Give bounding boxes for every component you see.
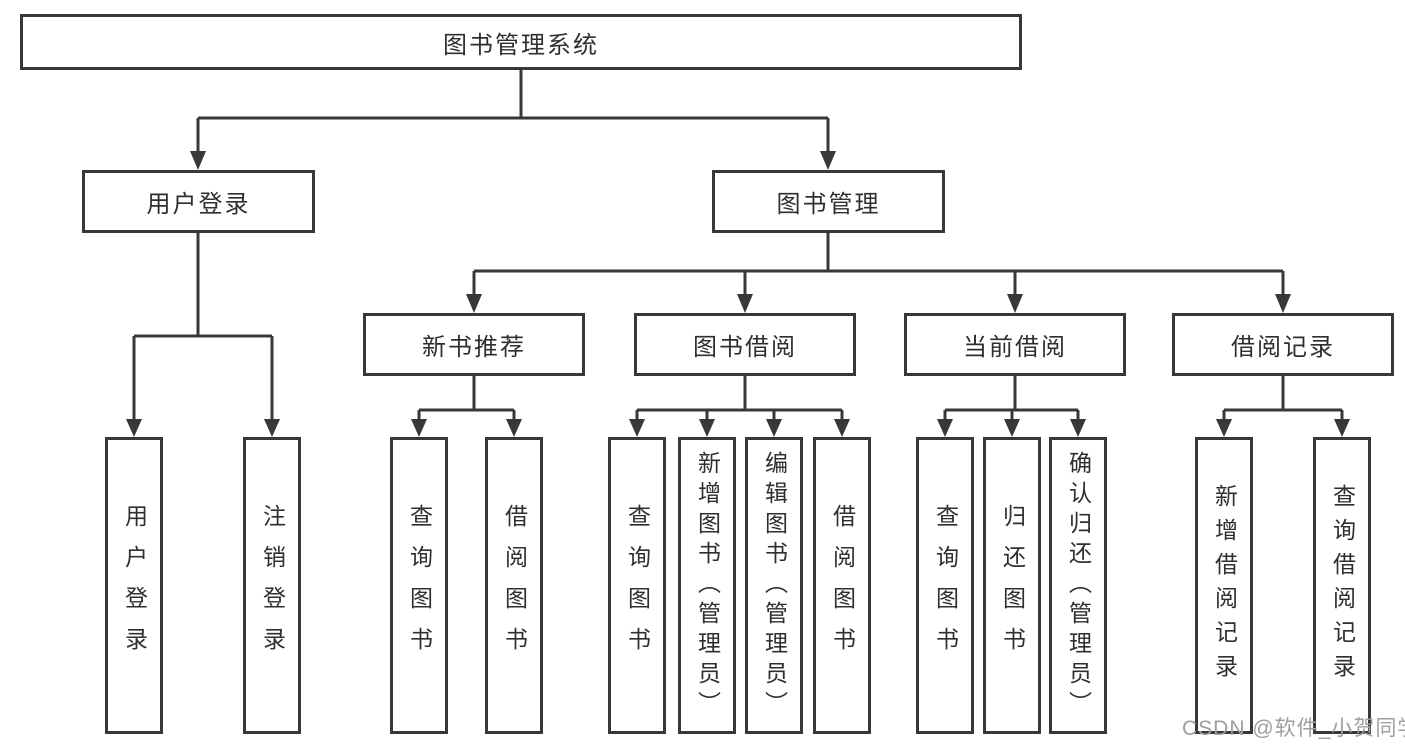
node-root: 图书管理系统	[20, 14, 1022, 70]
leaf-user-login-label: 用户登录	[121, 503, 148, 668]
leaf-query-books-borrow: 查询图书	[608, 437, 666, 734]
leaf-return-books-label: 归还图书	[999, 503, 1026, 668]
node-book-borrowing: 图书借阅	[634, 313, 856, 376]
node-book-management-label: 图书管理	[776, 191, 881, 218]
leaf-add-books-admin-label: 新增图书（管理员）	[694, 450, 721, 721]
node-root-label: 图书管理系统	[443, 31, 599, 59]
node-borrowing-records: 借阅记录	[1172, 313, 1394, 376]
leaf-logout-login-label: 注销登录	[259, 503, 286, 668]
leaf-confirm-return-admin-label: 确认归还（管理员）	[1065, 450, 1092, 721]
node-new-book-recommendation-label: 新书推荐	[422, 334, 526, 361]
leaf-borrow-books-label: 借阅图书	[829, 503, 856, 668]
watermark: CSDN @软件_小贺同学	[1182, 717, 1405, 740]
leaf-borrow-books: 借阅图书	[813, 437, 871, 734]
leaf-borrow-books-recommend-label: 借阅图书	[501, 503, 528, 668]
leaf-edit-books-admin-label: 编辑图书（管理员）	[761, 450, 788, 721]
leaf-add-borrow-record-label: 新增借阅记录	[1211, 483, 1238, 688]
leaf-add-borrow-record: 新增借阅记录	[1195, 437, 1253, 734]
leaf-borrow-books-recommend: 借阅图书	[485, 437, 543, 734]
leaf-query-books-current: 查询图书	[916, 437, 974, 734]
leaf-query-books-borrow-label: 查询图书	[624, 503, 651, 668]
leaf-return-books: 归还图书	[983, 437, 1041, 734]
leaf-logout-login: 注销登录	[243, 437, 301, 734]
node-current-borrowing-label: 当前借阅	[963, 334, 1067, 361]
leaf-confirm-return-admin: 确认归还（管理员）	[1049, 437, 1107, 734]
leaf-user-login: 用户登录	[105, 437, 163, 734]
leaf-query-books-current-label: 查询图书	[932, 503, 959, 668]
node-user-login: 用户登录	[82, 170, 315, 233]
node-borrowing-records-label: 借阅记录	[1231, 334, 1335, 361]
node-new-book-recommendation: 新书推荐	[363, 313, 585, 376]
node-book-borrowing-label: 图书借阅	[693, 334, 797, 361]
leaf-query-books-recommend-label: 查询图书	[406, 503, 433, 668]
node-current-borrowing: 当前借阅	[904, 313, 1126, 376]
leaf-edit-books-admin: 编辑图书（管理员）	[745, 437, 803, 734]
leaf-query-borrow-record-label: 查询借阅记录	[1329, 483, 1356, 688]
leaf-query-borrow-record: 查询借阅记录	[1313, 437, 1371, 734]
leaf-add-books-admin: 新增图书（管理员）	[678, 437, 736, 734]
node-user-login-label: 用户登录	[146, 191, 251, 218]
node-book-management: 图书管理	[712, 170, 945, 233]
leaf-query-books-recommend: 查询图书	[390, 437, 448, 734]
